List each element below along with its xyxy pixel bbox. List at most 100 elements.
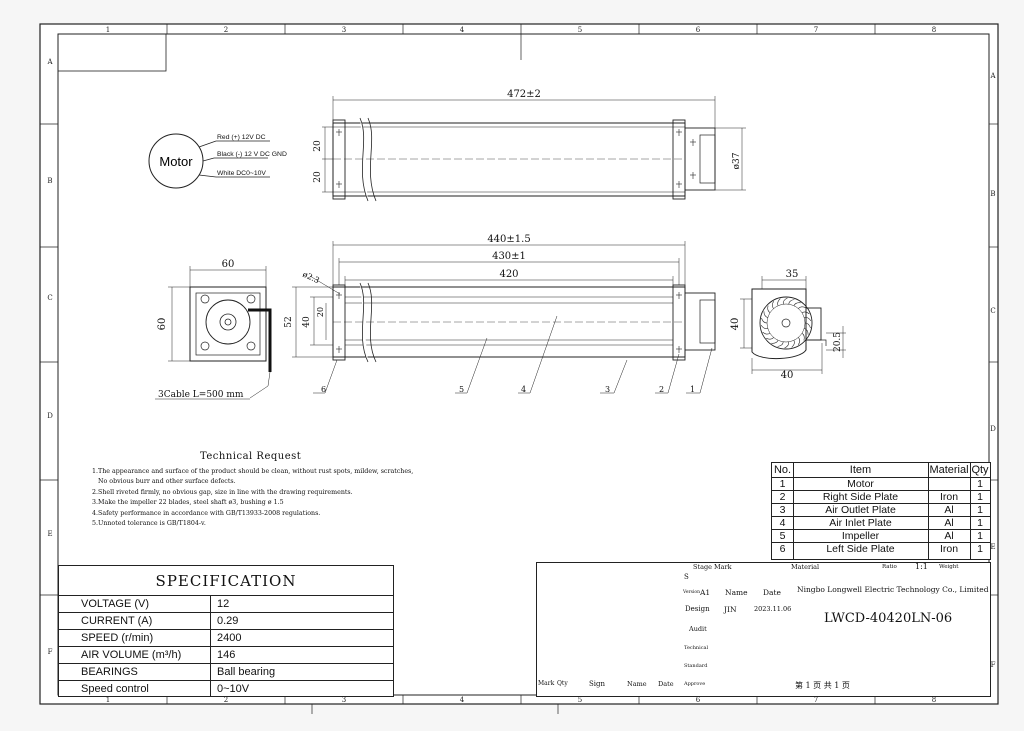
motor-label: Motor — [159, 154, 193, 169]
impeller-blade — [801, 311, 810, 315]
technical-request-notes: 1.The appearance and surface of the prod… — [92, 467, 413, 529]
part-no: 4 — [779, 517, 786, 529]
wire-label: Red (+) 12V DC — [217, 134, 266, 141]
part-qty: 1 — [977, 478, 983, 490]
wire-label: White DC0~10V — [217, 170, 266, 177]
stage-s: S — [684, 573, 689, 581]
front-view — [292, 241, 716, 394]
spec-label: SPEED (r/min) — [81, 632, 154, 644]
row-label: A — [46, 58, 53, 66]
cable-label: 3Cable L=500 mm — [158, 390, 244, 400]
impeller-blade — [801, 333, 805, 341]
col-label: 8 — [932, 26, 936, 34]
impeller-blade — [804, 317, 812, 322]
note-line: 5.Unnoted tolerance is GB/T1804-v. — [92, 520, 206, 528]
dim-front-outer: 440±1.5 — [487, 234, 530, 245]
callout-2: 2 — [659, 385, 664, 394]
impeller-blade — [767, 305, 771, 313]
col-mark: Mark — [538, 680, 555, 687]
impeller-blade — [760, 324, 768, 329]
audit-label: Audit — [689, 625, 707, 633]
callout-4: 4 — [521, 385, 526, 394]
ratio-value: 1:1 — [915, 562, 928, 571]
version-label: Version — [683, 590, 701, 595]
callout-3: 3 — [605, 385, 610, 394]
impeller-blade — [793, 302, 801, 306]
part-material: Iron — [939, 543, 959, 555]
header-material: Material — [929, 464, 969, 476]
col-date: Date — [658, 680, 674, 688]
col-label: 3 — [342, 696, 346, 704]
technical-request-title: Technical Request — [200, 451, 302, 462]
row-label: F — [48, 648, 53, 656]
motor-wiring: Motor Red (+) 12V DC Black (-) 12 V DC G… — [148, 133, 287, 189]
col-label: 4 — [460, 26, 465, 34]
wire-label: Black (-) 12 V DC GND — [217, 151, 287, 158]
dim-front-h20: 20 — [316, 307, 325, 317]
dim-top-h2: 20 — [313, 171, 323, 183]
dim-left-w: 60 — [222, 259, 235, 270]
col-label: 3 — [342, 26, 346, 34]
row-label: B — [47, 177, 52, 185]
col-label: 5 — [578, 696, 582, 704]
part-material: Iron — [939, 491, 959, 503]
spec-value: 2400 — [217, 632, 242, 644]
row-label: A — [989, 72, 996, 80]
impeller-blade — [798, 306, 806, 309]
spec-row: CURRENT (A)0.29 — [59, 613, 393, 630]
row-label: B — [990, 190, 995, 198]
name-label: Name — [725, 588, 748, 597]
spec-row: SPEED (r/min) 2400 — [59, 630, 393, 647]
stage-mark-label: Stage Mark — [693, 563, 732, 571]
part-item: Impeller — [841, 530, 880, 542]
col-label: 8 — [932, 696, 936, 704]
weight-label: Weight — [939, 564, 959, 570]
spec-value: 12 — [217, 598, 230, 610]
dim-left-h: 60 — [157, 318, 168, 331]
dim-front-inner: 420 — [499, 269, 518, 280]
part-qty: 1 — [977, 543, 983, 555]
dim-front-mid: 430±1 — [492, 251, 526, 262]
parts-header: No. Item Material Qty — [772, 463, 990, 478]
col-sign: Sign — [589, 680, 606, 688]
impeller-blade — [777, 298, 781, 306]
impeller-blade — [762, 331, 771, 335]
part-qty: 1 — [977, 491, 983, 503]
col-name: Name — [627, 680, 647, 688]
part-qty: 1 — [977, 504, 983, 516]
spec-value: 0~10V — [217, 683, 250, 695]
row-label: C — [990, 307, 995, 315]
date-label: Date — [763, 588, 781, 597]
dim-front-h40: 40 — [302, 316, 312, 328]
col-label: 5 — [578, 26, 582, 34]
col-label: 7 — [814, 696, 818, 704]
spec-label: CURRENT (A) — [81, 615, 153, 627]
impeller-blade — [766, 337, 774, 340]
part-qty: 1 — [977, 530, 983, 542]
spec-label: VOLTAGE (V) — [81, 598, 150, 610]
spec-row: AIR VOLUME (m³/h)146 — [59, 647, 393, 664]
material-label: Material — [791, 563, 820, 571]
version-value: A1 — [700, 588, 711, 597]
page-info: 第 1 页 共 1 页 — [795, 681, 850, 690]
technical-label: Technical — [684, 645, 709, 651]
impeller-blade — [763, 311, 768, 318]
note-line: 2.Shell riveted firmly, no obvious gap, … — [92, 488, 353, 496]
ratio-label: Ratio — [882, 564, 897, 570]
row-label: C — [47, 294, 52, 302]
part-no: 3 — [779, 504, 786, 516]
note-line: 1.The appearance and surface of the prod… — [92, 468, 414, 475]
note-line: 4.Safety performance in accordance with … — [92, 509, 321, 517]
part-no: 1 — [779, 478, 786, 490]
part-item: Right Side Plate — [822, 491, 899, 503]
dim-diameter: ø37 — [732, 152, 742, 169]
spec-label: BEARINGS — [81, 666, 138, 678]
header-qty: Qty — [971, 464, 989, 476]
title-block: Material Ratio 1:1 Weight Ningbo Longwel… — [536, 562, 991, 697]
drawing-number: LWCD-40420LN-06 — [824, 611, 953, 626]
